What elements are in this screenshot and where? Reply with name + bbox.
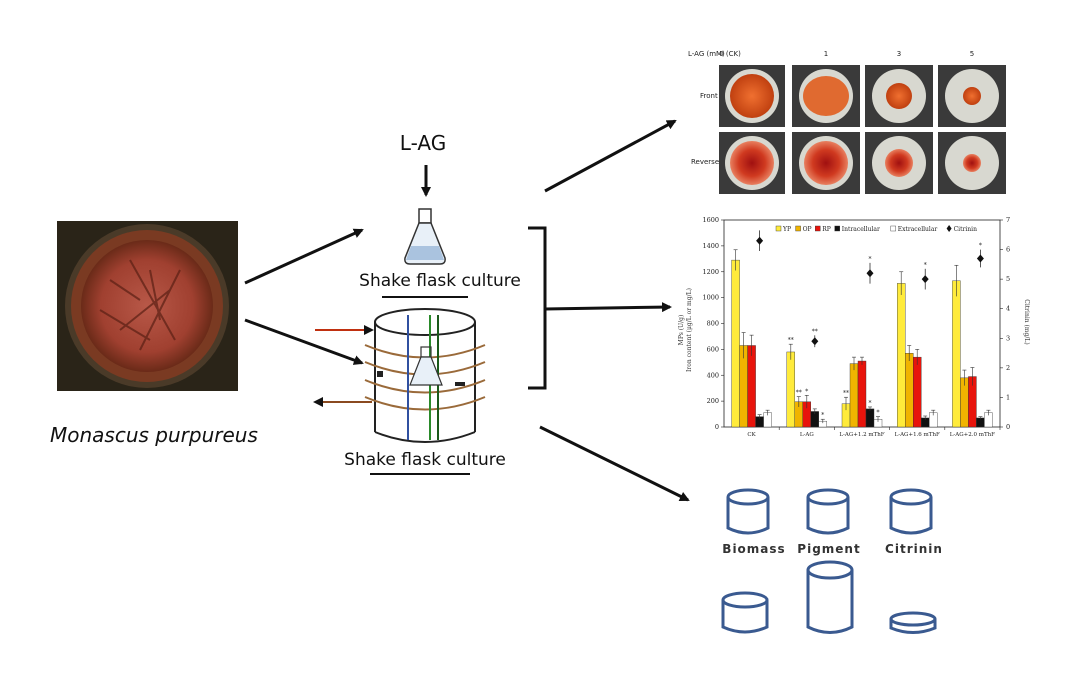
significance-mark: ** — [788, 337, 794, 344]
bar-chart: MPs (U/g) Iron content (μg/L or mg/L) Ci… — [678, 216, 1030, 438]
culture-label-top: Shake flask culture — [359, 271, 521, 291]
significance-mark: * — [805, 388, 808, 395]
y-tick-label: 800 — [707, 320, 719, 328]
chart-ylabel-line1: MPs (U/g) — [678, 315, 685, 346]
y-tick-label: 200 — [707, 397, 719, 405]
legend-label: Citrinin — [954, 226, 977, 233]
x-tick-label: L-AG+1.6 mThF — [895, 432, 940, 438]
bar-yp — [731, 259, 740, 428]
legend-swatch — [946, 225, 952, 232]
y-tick-label: 1400 — [702, 242, 719, 250]
significance-mark: * — [877, 410, 880, 417]
bar-yp — [897, 283, 906, 428]
arrow-to-outputs — [539, 425, 690, 502]
y2-tick-label: 3 — [1006, 334, 1010, 342]
legend-swatch — [775, 225, 782, 232]
x-tick-label: L-AG+2.0 mThF — [950, 432, 995, 438]
bar-rp — [747, 345, 756, 428]
y2-tick-label: 1 — [1006, 393, 1010, 401]
x-tick-label: CK — [747, 432, 756, 438]
y2-tick-label: 6 — [1006, 246, 1010, 254]
legend-label: YP — [782, 226, 791, 233]
monascus-dish-photo — [57, 221, 238, 391]
citrinin-point — [811, 337, 819, 346]
plates-row-reverse: Reverse — [691, 158, 719, 166]
bar-op — [849, 363, 859, 428]
y2-tick-label: 2 — [1006, 364, 1010, 372]
bar-op — [905, 353, 914, 428]
treatment-label: L-AG — [400, 131, 446, 155]
plates-header-title: L-AG (mM) — [688, 50, 725, 58]
x-tick-label: L-AG+1.2 mThF — [839, 432, 884, 438]
bar-intracellular — [976, 417, 985, 428]
bracket — [528, 226, 547, 390]
legend-swatch — [815, 225, 821, 232]
arrow-to-flask — [244, 228, 364, 285]
citrinin-point — [866, 269, 874, 278]
citrinin-point — [976, 254, 984, 263]
biomass-cylinder-icon — [726, 488, 770, 535]
arrow-to-bioreactor — [244, 318, 364, 365]
plates-col-0: 0 (CK) — [719, 50, 741, 58]
bar-rp — [857, 360, 867, 428]
bar-rp — [913, 356, 922, 428]
y2-tick-label: 4 — [1006, 305, 1010, 313]
pigment-level-cylinder-icon — [806, 560, 854, 634]
citrinin-point — [921, 275, 929, 284]
legend-swatch — [890, 225, 896, 232]
y2-tick-label: 5 — [1006, 275, 1010, 283]
legend-label: Extracellular — [898, 226, 938, 233]
y2-tick-label: 0 — [1006, 423, 1010, 431]
legend-swatch — [795, 225, 801, 232]
y2-tick-label: 7 — [1006, 216, 1010, 224]
legend-label: Intracellular — [842, 226, 880, 233]
legend-swatch — [834, 225, 840, 232]
bar-yp — [786, 351, 795, 428]
plates-panel: L-AG (mM) 0 (CK) 1 3 5 Front Reverse — [688, 50, 1006, 194]
culture-label-bottom: Shake flask culture — [344, 450, 506, 470]
y-tick-label: 600 — [707, 345, 719, 353]
arrow-to-chart — [544, 302, 672, 313]
citrinin-significance-mark: * — [924, 262, 927, 269]
significance-mark: * — [821, 412, 824, 419]
citrinin-cylinder-icon — [889, 488, 933, 535]
chart-ylabel-line2: Iron content (μg/L or mg/L) — [686, 288, 693, 372]
output-label-pigment: Pigment — [797, 542, 860, 556]
plates-col-3: 5 — [970, 50, 974, 58]
legend-label: RP — [822, 226, 831, 233]
y-tick-label: 400 — [707, 371, 719, 379]
flask-icon — [404, 208, 446, 265]
organism-label: Monascus purpureus — [50, 423, 258, 447]
bar-yp — [952, 280, 961, 428]
citrinin-significance-mark: * — [869, 256, 872, 263]
citrinin-significance-mark: * — [979, 243, 982, 250]
bioreactor-icon — [313, 308, 486, 443]
y-tick-label: 0 — [715, 423, 719, 431]
outputs-panel: Biomass Pigment Citrinin — [721, 488, 943, 634]
y-tick-label: 1000 — [702, 294, 719, 302]
significance-mark: * — [869, 400, 872, 407]
plates-col-2: 3 — [897, 50, 901, 58]
output-label-biomass: Biomass — [722, 542, 785, 556]
x-tick-label: L-AG — [800, 432, 814, 438]
output-label-citrinin: Citrinin — [885, 542, 943, 556]
citrinin-level-cylinder-icon — [889, 611, 937, 634]
y-tick-label: 1600 — [702, 216, 719, 224]
y-tick-label: 1200 — [702, 268, 719, 276]
pigment-cylinder-icon — [806, 488, 850, 535]
arrow-to-plates — [544, 119, 677, 193]
plates-row-front: Front — [700, 92, 718, 100]
legend-label: OP — [803, 226, 812, 233]
biomass-level-cylinder-icon — [721, 591, 769, 634]
plates-col-1: 1 — [824, 50, 828, 58]
citrinin-point — [756, 236, 764, 245]
citrinin-significance-mark: ** — [812, 328, 818, 335]
significance-mark: ** — [796, 390, 802, 397]
bar-intracellular — [865, 408, 875, 428]
significance-mark: ** — [843, 390, 849, 397]
chart-y2label: Citrinin (mg/L) — [1023, 299, 1030, 344]
